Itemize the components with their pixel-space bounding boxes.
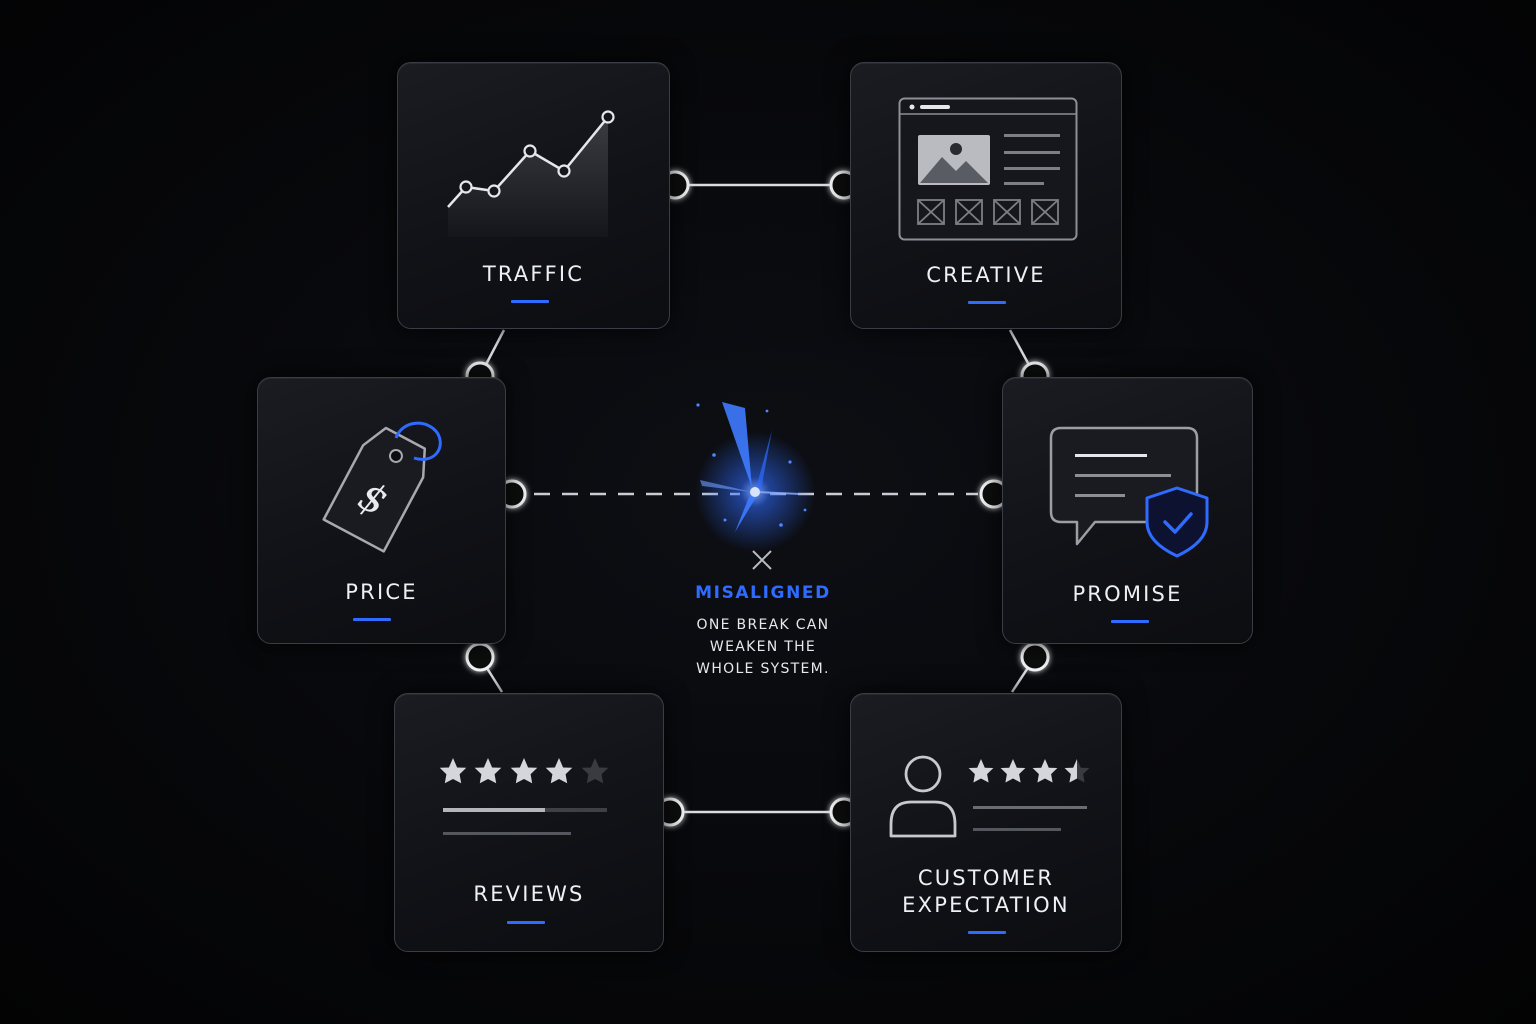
- card-customer-expectation: CUSTOMER EXPECTATION: [850, 693, 1122, 952]
- card-promise: PROMISE: [1002, 377, 1253, 644]
- speech-shield-icon: [1049, 426, 1209, 558]
- card-traffic: TRAFFIC: [397, 62, 670, 329]
- card-label-customer-expectation: CUSTOMER EXPECTATION: [902, 866, 1070, 917]
- x-icon: [752, 550, 772, 570]
- card-label-traffic: TRAFFIC: [482, 262, 585, 286]
- label-underline: [507, 921, 545, 924]
- card-label-reviews: REVIEWS: [473, 882, 585, 906]
- status-message: ONE BREAK CAN WEAKEN THE WHOLE SYSTEM.: [696, 617, 830, 677]
- label-underline: [353, 618, 391, 621]
- node-promise-customer: [1020, 642, 1050, 672]
- node-price-reviews: [465, 642, 495, 672]
- label-underline: [511, 300, 549, 303]
- price-tag-icon: $: [322, 421, 442, 553]
- card-price: $ PRICE: [257, 377, 506, 644]
- web-layout-icon: [898, 97, 1078, 241]
- card-label-creative: CREATIVE: [926, 263, 1046, 287]
- card-label-promise: PROMISE: [1072, 582, 1183, 606]
- user-rating-icon: [889, 755, 1090, 838]
- card-reviews: REVIEWS: [394, 693, 664, 952]
- label-underline: [968, 301, 1006, 304]
- status-label: MISALIGNED: [695, 583, 831, 603]
- star-rating-icon: [439, 758, 609, 835]
- line-chart-icon: [447, 110, 615, 237]
- label-underline: [1111, 620, 1149, 623]
- break-spark-icon: [695, 402, 815, 552]
- card-creative: CREATIVE: [850, 62, 1122, 329]
- label-underline: [968, 931, 1006, 934]
- card-label-price: PRICE: [345, 580, 418, 604]
